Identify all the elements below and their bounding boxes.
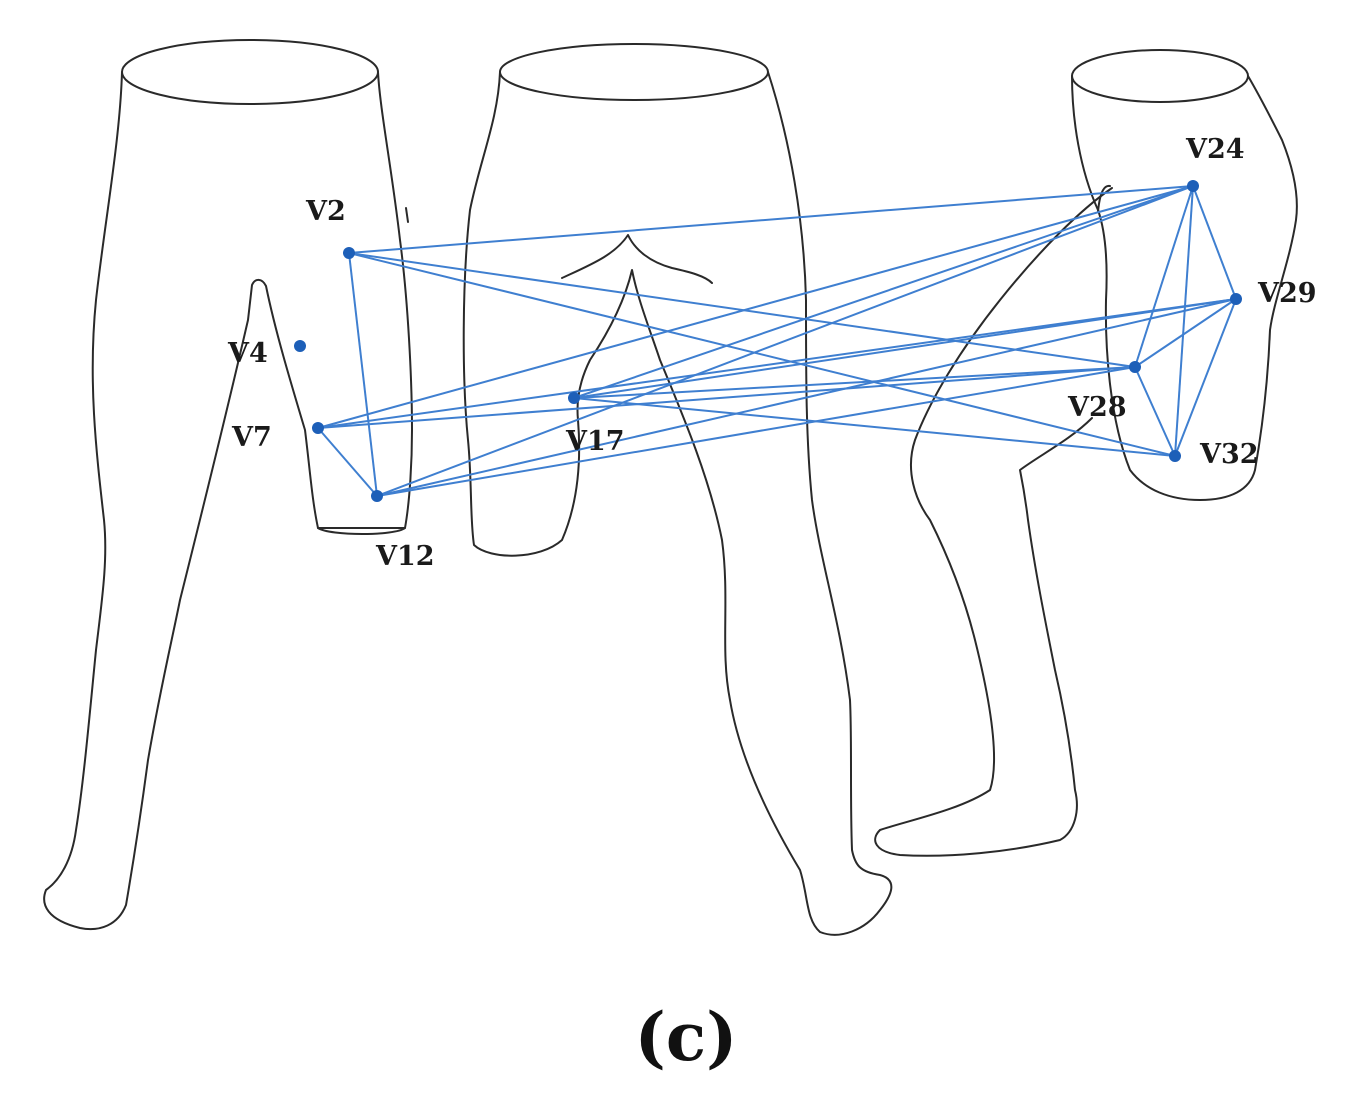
edge-V24-V29 bbox=[1192, 185, 1237, 300]
back-view-legs bbox=[462, 43, 893, 936]
front-view-legs bbox=[43, 39, 413, 930]
vertex-V4-dot bbox=[294, 340, 306, 352]
edge-V17-V29 bbox=[573, 298, 1237, 399]
back-gluteal-fold bbox=[561, 234, 713, 284]
vertex-V2-dot bbox=[343, 247, 355, 259]
side-waist-ellipse bbox=[1071, 49, 1249, 103]
vertex-edges bbox=[317, 185, 1237, 497]
front-left-leg-outline bbox=[43, 71, 413, 930]
edge-V7-V12 bbox=[317, 427, 378, 497]
edge-V12-V24 bbox=[376, 185, 1194, 497]
edge-V12-V29 bbox=[376, 298, 1237, 497]
back-waist-ellipse bbox=[499, 43, 769, 101]
side-hip-contour bbox=[1071, 75, 1298, 501]
edge-V28-V32 bbox=[1134, 366, 1176, 457]
vertex-label-V12: V12 bbox=[375, 541, 435, 572]
vertex-label-V28: V28 bbox=[1067, 392, 1127, 423]
edge-V7-V29 bbox=[317, 298, 1237, 429]
edge-V7-V24 bbox=[317, 185, 1194, 429]
vertex-V29-dot bbox=[1230, 293, 1242, 305]
back-outer-contour bbox=[462, 71, 893, 936]
edge-V24-V32 bbox=[1174, 185, 1194, 457]
side-raised-leg bbox=[874, 187, 1113, 857]
front-hip-tick bbox=[405, 207, 409, 223]
vertex-V24-dot bbox=[1187, 180, 1199, 192]
vertex-labels: V2 V4 V7 V12 V17 V24 V28 V29 V32 bbox=[227, 134, 1317, 572]
side-view-leg bbox=[874, 49, 1298, 857]
edge-V2-V32 bbox=[348, 252, 1176, 457]
vertex-label-V2: V2 bbox=[305, 196, 346, 227]
edge-V2-V12 bbox=[348, 252, 378, 497]
edge-V28-V29 bbox=[1134, 298, 1237, 368]
edge-V17-V24 bbox=[573, 185, 1194, 399]
vertex-label-V29: V29 bbox=[1257, 278, 1317, 309]
vertex-label-V32: V32 bbox=[1199, 439, 1259, 470]
vertex-V28-dot bbox=[1129, 361, 1141, 373]
edge-V17-V32 bbox=[573, 397, 1176, 457]
vertex-label-V24: V24 bbox=[1185, 134, 1245, 165]
front-right-leg-cut bbox=[317, 527, 406, 535]
vertex-V7-dot bbox=[312, 422, 324, 434]
figure-caption: (c) bbox=[635, 998, 738, 1076]
vertex-label-V7: V7 bbox=[231, 422, 272, 453]
vertex-label-V4: V4 bbox=[227, 338, 268, 369]
vertex-label-V17: V17 bbox=[565, 426, 625, 457]
edge-V12-V28 bbox=[376, 366, 1136, 497]
edge-V24-V28 bbox=[1134, 185, 1194, 368]
vertex-nodes bbox=[294, 180, 1242, 502]
edge-V7-V28 bbox=[317, 366, 1136, 429]
front-waist-ellipse bbox=[121, 39, 379, 105]
side-knee-line bbox=[1097, 184, 1111, 213]
vertex-V12-dot bbox=[371, 490, 383, 502]
edge-V29-V32 bbox=[1174, 298, 1237, 457]
edge-V17-V28 bbox=[573, 366, 1136, 399]
vertex-V32-dot bbox=[1169, 450, 1181, 462]
edge-V2-V24 bbox=[348, 185, 1194, 254]
vertex-V17-dot bbox=[568, 392, 580, 404]
